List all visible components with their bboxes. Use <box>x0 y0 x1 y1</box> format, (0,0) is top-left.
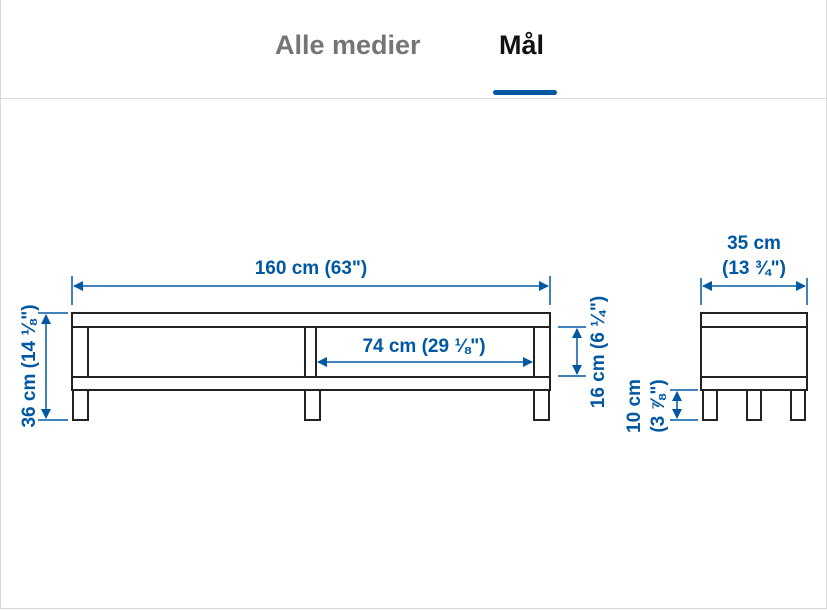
bottom-shelf <box>71 376 551 391</box>
side-view <box>700 312 808 421</box>
side-leg-back <box>790 389 806 421</box>
leg-height-label-inch: (3 ⅞") <box>648 379 669 432</box>
dimensions-drawing: 160 cm (63") 74 cm (29 ⅛") 36 cm (14 ⅛")… <box>19 233 808 433</box>
leg-left <box>72 389 89 421</box>
leg-right <box>533 389 550 421</box>
front-view <box>71 312 551 421</box>
shelf-height-label: 16 cm (6 ¼") <box>588 296 609 409</box>
tab-active-indicator <box>493 90 557 95</box>
tab-alle-medier[interactable]: Alle medier <box>275 30 421 60</box>
left-side-panel <box>71 326 89 378</box>
depth-label-cm: 35 cm <box>727 233 781 254</box>
side-bottom-shelf <box>700 376 808 391</box>
leg-height-dimension <box>670 389 698 421</box>
leg-middle <box>304 389 321 421</box>
side-body <box>700 326 808 378</box>
middle-divider <box>304 326 317 378</box>
bench-top <box>71 312 551 328</box>
depth-dimension <box>700 278 808 305</box>
width-dimension <box>71 276 551 305</box>
leg-height-label-cm: 10 cm <box>624 379 645 433</box>
shelf-height-dimension <box>558 326 586 377</box>
height-dimension <box>38 312 68 421</box>
side-leg-middle <box>746 389 762 421</box>
width-label: 160 cm (63") <box>255 258 368 279</box>
right-side-panel <box>533 326 551 378</box>
dimensions-diagram: 160 cm (63") 74 cm (29 ⅛") 36 cm (14 ⅛")… <box>0 99 827 610</box>
inner-width-label: 74 cm (29 ⅛") <box>362 336 485 357</box>
side-leg-front <box>702 389 718 421</box>
height-label: 36 cm (14 ⅛") <box>19 304 40 427</box>
tab-bar: Alle medier Mål <box>0 0 827 99</box>
tab-maal[interactable]: Mål <box>499 30 545 60</box>
side-top <box>700 312 808 328</box>
depth-label-inch: (13 ¾") <box>722 258 786 279</box>
